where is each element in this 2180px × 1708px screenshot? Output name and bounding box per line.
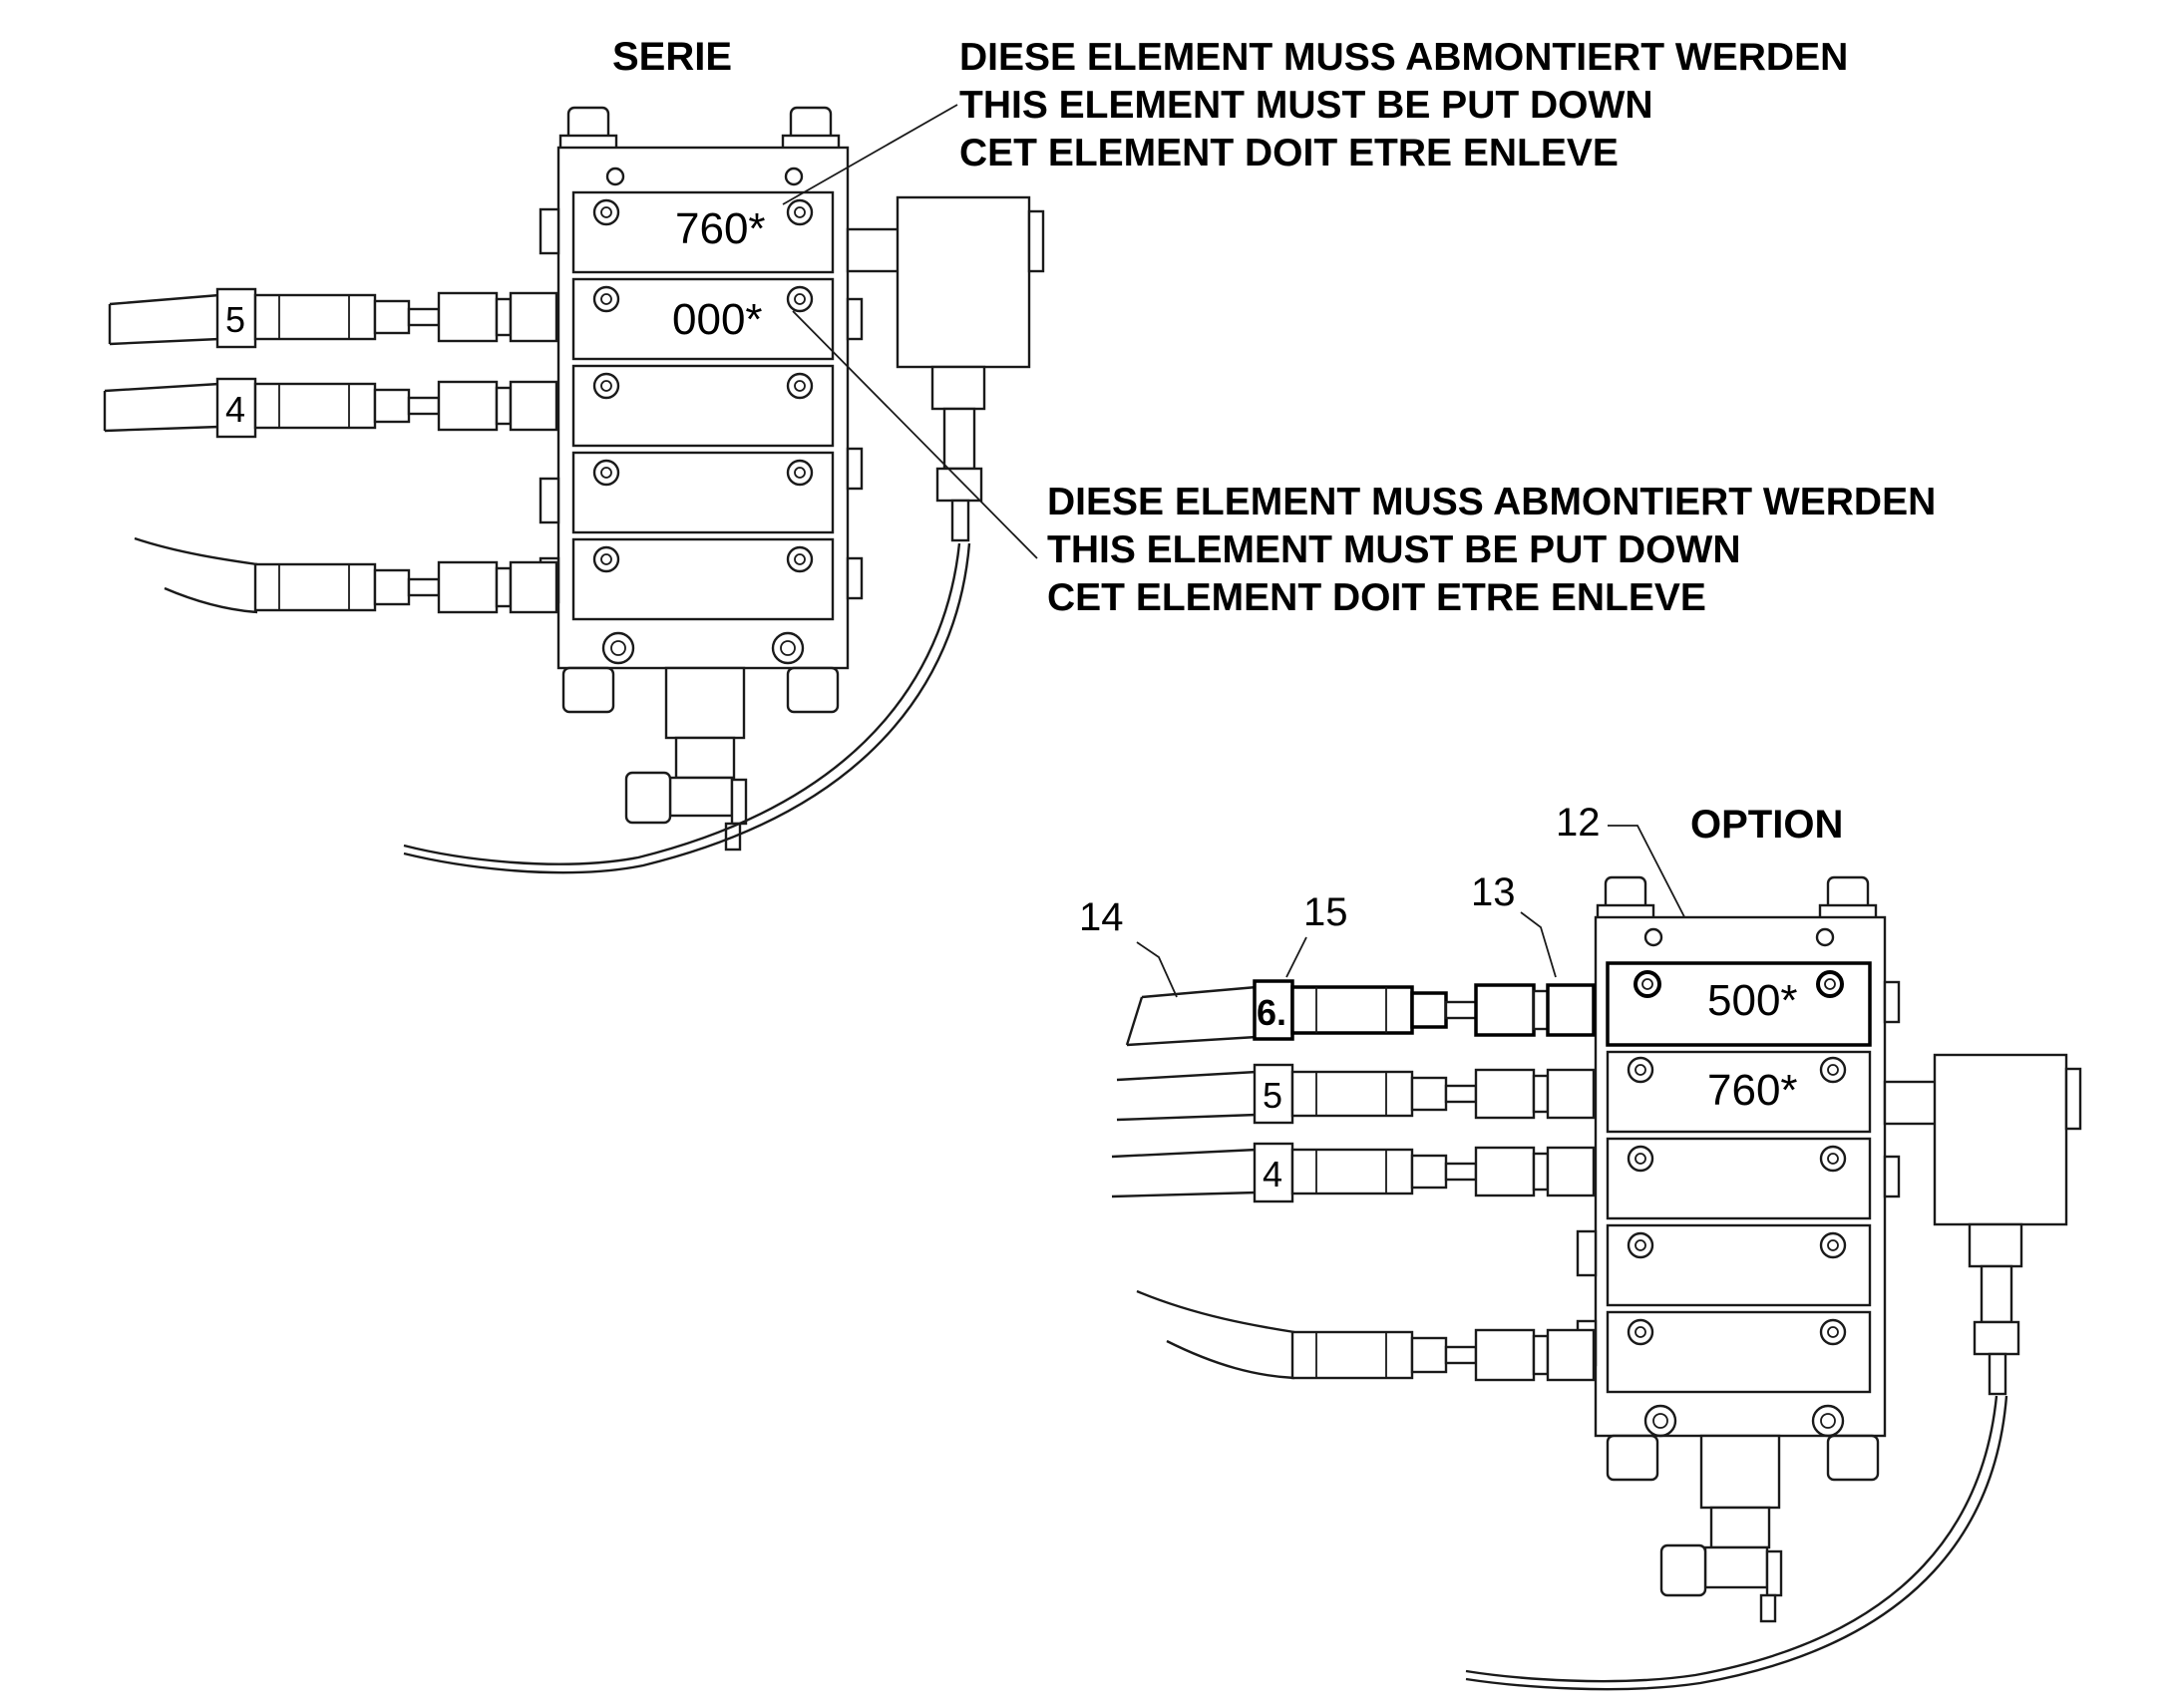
serie-tube <box>403 542 961 865</box>
top-note-line-1: DIESE ELEMENT MUSS ABMONTIERT WERDEN <box>959 36 1848 79</box>
serie-top-note-leader <box>782 104 958 205</box>
serie-hose-4-tag: 4 <box>225 389 245 430</box>
serie-block-2-label: 000* <box>672 295 763 344</box>
option-block-4 <box>1606 1223 1872 1307</box>
callout-12: 12 <box>1556 801 1601 845</box>
option-hose-5: 5 <box>1116 1063 1596 1125</box>
option-block-3 <box>1606 1137 1872 1220</box>
callout-15-leader <box>1285 936 1307 978</box>
middle-removal-note: DIESE ELEMENT MUSS ABMONTIERT WERDEN THI… <box>1047 481 1936 619</box>
serie-bottom-valve <box>624 666 748 852</box>
serie-hose-5-tag: 5 <box>225 299 245 340</box>
middle-note-line-3: CET ELEMENT DOIT ETRE ENLEVE <box>1047 576 1706 619</box>
option-block-1-label: 500* <box>1707 976 1798 1025</box>
option-hose-6: 6. <box>1125 979 1596 1047</box>
callout-13: 13 <box>1471 870 1516 914</box>
option-hose-4: 4 <box>1111 1142 1596 1203</box>
option-hose-5-tag: 5 <box>1263 1075 1282 1116</box>
serie-hose-5: 5 <box>108 287 558 349</box>
option-block-2: 760* <box>1606 1050 1872 1134</box>
option-assembly: OPTION 12 13 14 15 500* <box>1079 801 2082 1691</box>
serie-block-1-label: 760* <box>675 204 766 253</box>
option-hose-6-tag: 6. <box>1257 992 1286 1033</box>
callout-14: 14 <box>1079 895 1124 939</box>
top-note-line-2: THIS ELEMENT MUST BE PUT DOWN <box>959 84 1653 127</box>
top-note-line-3: CET ELEMENT DOIT ETRE ENLEVE <box>959 132 1619 174</box>
serie-block-3 <box>571 364 835 448</box>
option-block-1: 500* <box>1606 961 1872 1047</box>
serie-block-1: 760* <box>571 190 835 274</box>
serie-hose-4: 4 <box>103 377 558 439</box>
option-hose-bottom <box>1136 1289 1596 1382</box>
serie-title: SERIE <box>612 35 732 79</box>
callout-15: 15 <box>1303 890 1348 934</box>
serie-block-5 <box>571 537 835 621</box>
option-hose-4-tag: 4 <box>1263 1154 1282 1195</box>
middle-note-line-1: DIESE ELEMENT MUSS ABMONTIERT WERDEN <box>1047 481 1936 523</box>
serie-block-4 <box>571 451 835 534</box>
option-block-2-label: 760* <box>1707 1066 1798 1115</box>
callout-14-leader <box>1136 941 1178 998</box>
serie-pressure-switch <box>846 195 1045 542</box>
callout-13-leader <box>1520 911 1557 978</box>
top-removal-note: DIESE ELEMENT MUSS ABMONTIERT WERDEN THI… <box>959 36 1848 174</box>
option-title: OPTION <box>1690 803 1843 847</box>
option-block-5 <box>1606 1310 1872 1394</box>
option-tube <box>1465 1395 1998 1683</box>
serie-assembly: SERIE 760* <box>103 35 1045 874</box>
serie-block-2: 000* <box>571 277 835 361</box>
serie-hose-bottom <box>134 536 558 614</box>
option-bottom-valve <box>1659 1434 1783 1623</box>
option-pressure-switch <box>1883 1053 2082 1396</box>
serie-middle-note-leader <box>792 310 1038 559</box>
middle-note-line-2: THIS ELEMENT MUST BE PUT DOWN <box>1047 528 1741 571</box>
